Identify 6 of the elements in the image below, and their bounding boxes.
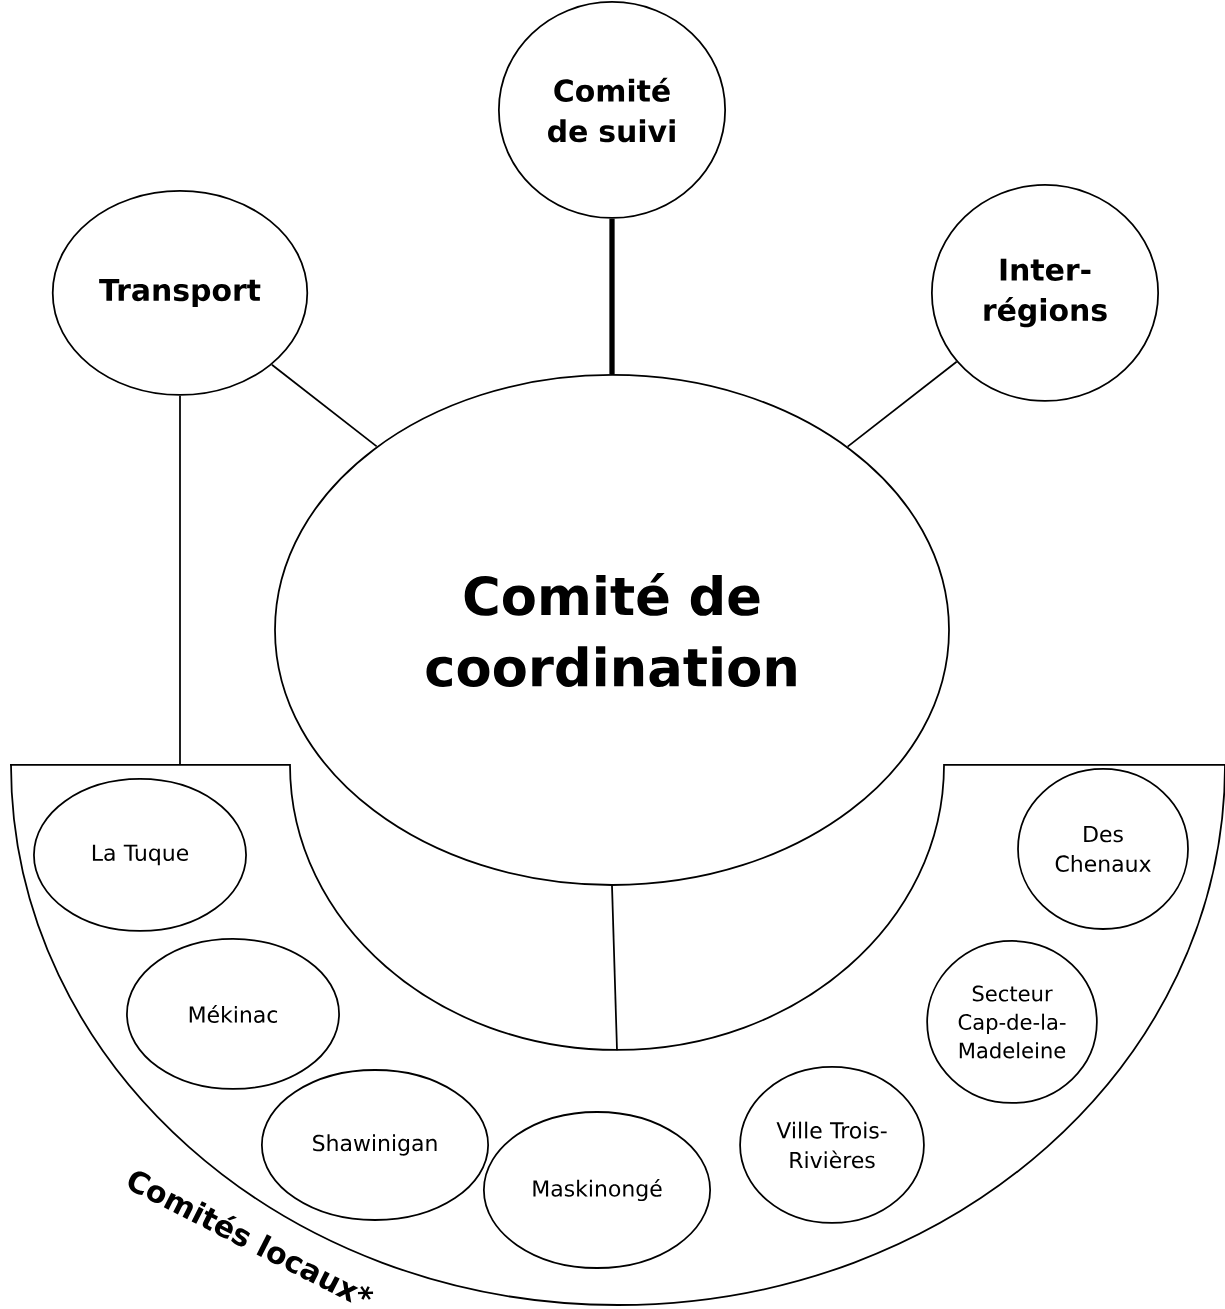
connector-line: [611, 885, 618, 1052]
band: [9, 764, 1225, 1306]
connector-line: [179, 395, 181, 766]
connector-line: [846, 360, 958, 448]
connector-line: [271, 363, 378, 448]
connector-line: [609, 218, 615, 375]
